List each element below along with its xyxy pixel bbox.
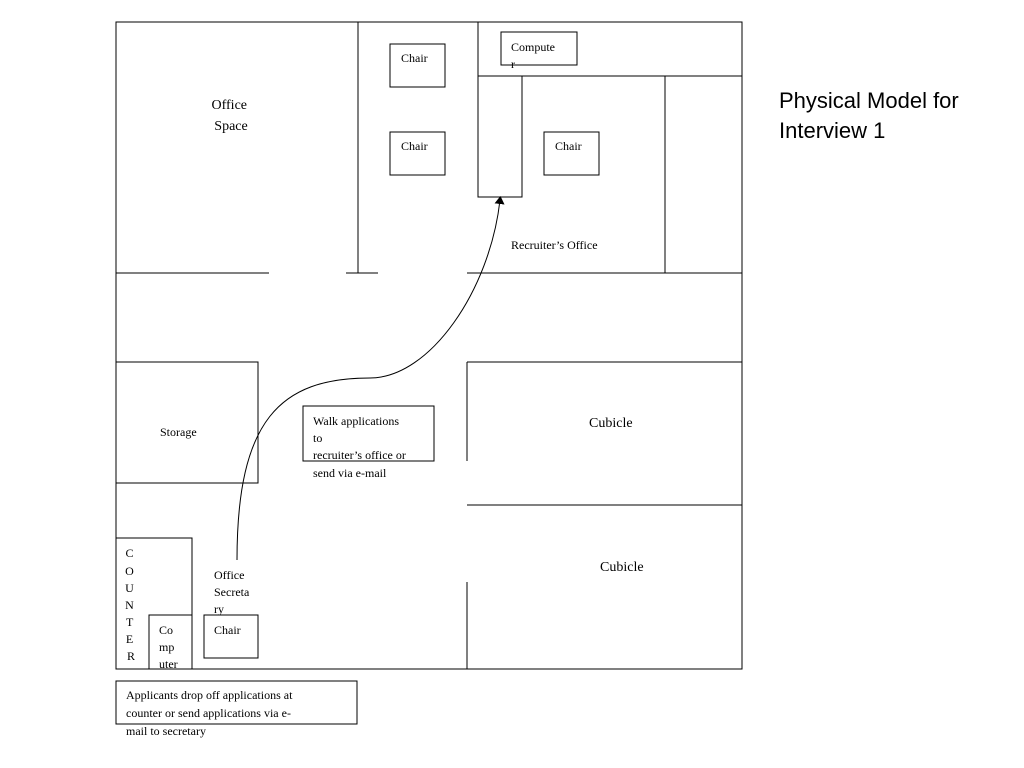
chair-2 — [389, 131, 446, 176]
note-applicants-drop: Applicants drop off applications at coun… — [126, 688, 295, 738]
note-applicants-drop-box — [115, 680, 358, 725]
route-arrow — [236, 196, 505, 561]
recruiter-desk — [477, 75, 523, 198]
recruiters-office-label: Recruiter’s Office — [511, 238, 598, 252]
cubicle-top-label: Cubicle — [589, 416, 633, 431]
chair-2-label: Chair — [401, 139, 428, 153]
storage-room — [115, 361, 259, 484]
note-walk-applications-box — [302, 405, 435, 462]
outer-wall — [115, 21, 743, 670]
office-space-label: Office Space — [212, 98, 251, 134]
chair-4-label: Chair — [214, 623, 241, 637]
cubicle-bottom-label: Cubicle — [600, 560, 644, 575]
storage-label: Storage — [160, 425, 197, 439]
chair-1-label: Chair — [401, 51, 428, 65]
chair-1 — [389, 43, 446, 88]
note-walk-applications: Walk applications to recruiter’s office … — [313, 414, 409, 480]
computer-counter — [148, 614, 193, 670]
computer-top-label: Compute r — [511, 40, 558, 71]
chair-3 — [543, 131, 600, 176]
chair-3-label: Chair — [555, 139, 582, 153]
page-title: Physical Model for Interview 1 — [779, 88, 965, 143]
counter-label: C O U N T E R — [125, 546, 137, 663]
computer-top — [500, 31, 578, 66]
computer-counter-label: Co mp uter — [159, 623, 178, 671]
office-secretary-label: Office Secreta ry — [214, 568, 252, 616]
chair-4 — [203, 614, 259, 659]
